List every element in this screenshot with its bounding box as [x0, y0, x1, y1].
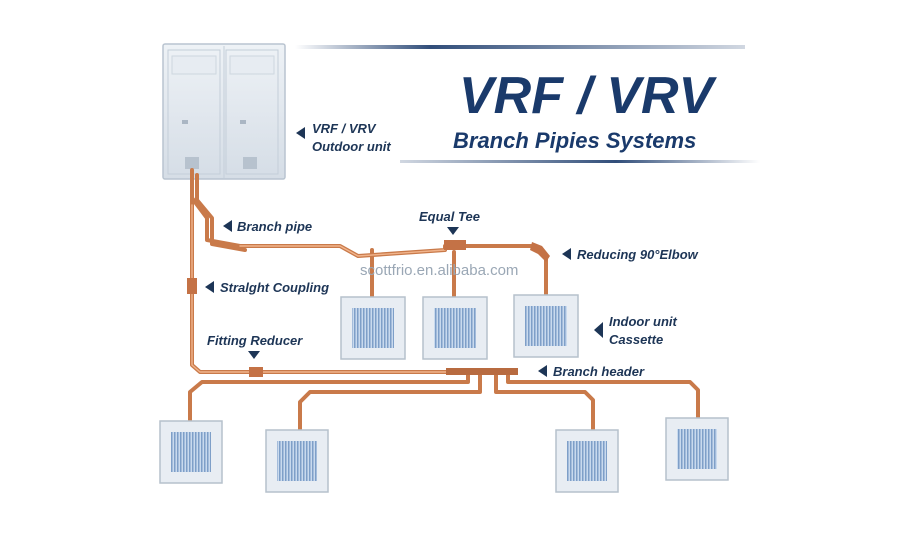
title-bottom-line: [400, 160, 760, 163]
arrow-down-icon: [248, 351, 260, 359]
label-straight-coupling: Stralght Coupling: [220, 280, 329, 295]
label-branch-header: Branch header: [553, 364, 645, 379]
cassette-lower-4: [665, 417, 729, 481]
reducing-elbow-fitting: [530, 242, 550, 262]
label-outdoor-unit-1: VRF / VRV: [312, 121, 377, 136]
branch-header-fitting: [446, 368, 518, 375]
label-indoor-unit-2: Cassette: [609, 332, 663, 347]
arrow-left-icon: [205, 281, 214, 293]
title-main: VRF / VRV: [459, 67, 718, 125]
label-branch-pipe: Branch pipe: [237, 219, 312, 234]
cassette-lower-2: [265, 429, 329, 493]
cassette-lower-1: [159, 420, 223, 484]
label-reducing-elbow: Reducing 90°Elbow: [577, 247, 699, 262]
fitting-reducer-fitting: [249, 367, 263, 377]
outdoor-unit: [162, 43, 286, 180]
straight-coupling-fitting: [187, 278, 197, 294]
label-equal-tee: Equal Tee: [419, 209, 480, 224]
cassette-lower-3: [555, 429, 619, 493]
arrow-left-icon: [562, 248, 571, 260]
arrow-left-icon: [538, 365, 547, 377]
cassette-upper-2: [422, 296, 488, 360]
title-top-line: [295, 45, 745, 49]
equal-tee-fitting: [444, 240, 466, 250]
arrow-left-icon: [223, 220, 232, 232]
label-fitting-reducer: Fitting Reducer: [207, 333, 303, 348]
label-outdoor-unit-2: Outdoor unit: [312, 139, 391, 154]
cassette-upper-1: [340, 296, 406, 360]
title-sub: Branch Pipies Systems: [453, 128, 696, 153]
watermark: scottfrio.en.alibaba.com: [360, 262, 518, 279]
fittings: [187, 240, 550, 377]
label-indoor-unit-1: Indoor unit: [609, 314, 678, 329]
arrow-left-icon: [594, 322, 603, 338]
arrow-down-icon: [447, 227, 459, 235]
cassette-upper-3: [513, 294, 579, 358]
arrow-left-icon: [296, 127, 305, 139]
